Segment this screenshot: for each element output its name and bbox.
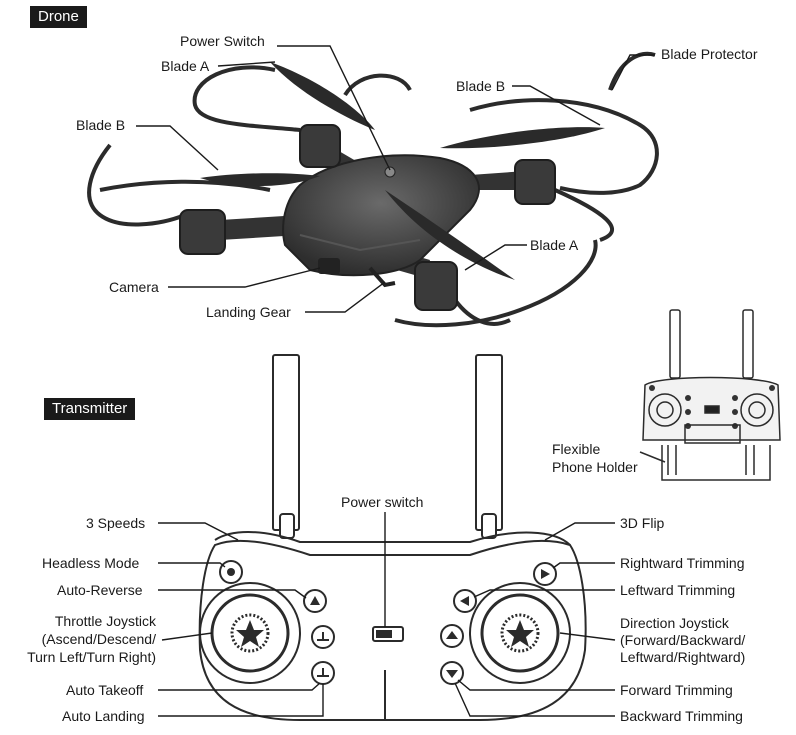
throttle-joystick-cap	[230, 613, 270, 653]
label-3-speeds: 3 Speeds	[86, 515, 146, 531]
inset-transmitter	[639, 309, 781, 481]
label-backward-trimming: Backward Trimming	[620, 708, 743, 724]
label-auto-landing: Auto Landing	[62, 708, 145, 724]
drone-body	[282, 154, 480, 277]
label-blade-b-left: Blade B	[76, 117, 126, 133]
label-blade-a-bottom: Blade A	[530, 237, 579, 253]
drone-motors	[179, 124, 556, 311]
drone-power-button	[384, 166, 396, 178]
transmitter-illustration	[198, 354, 587, 721]
label-rightward-trimming: Rightward Trimming	[620, 555, 745, 571]
transmitter-section-tag: Transmitter	[44, 398, 136, 420]
label-direction-joystick: Direction Joystick (Forward/Backward/ Le…	[620, 615, 746, 665]
label-blade-protector: Blade Protector	[661, 46, 758, 62]
label-power-switch-drone: Power Switch	[180, 33, 265, 49]
label-3d-flip: 3D Flip	[620, 515, 665, 531]
label-flexible-phone-holder: Flexible Phone Holder	[552, 441, 638, 475]
leader-lines	[136, 45, 655, 717]
drone-section-tag: Drone	[30, 6, 87, 28]
label-auto-reverse: Auto-Reverse	[57, 582, 143, 598]
label-headless-mode: Headless Mode	[42, 555, 140, 571]
direction-joystick-cap	[500, 613, 540, 653]
drone-camera	[318, 258, 340, 274]
label-auto-takeoff: Auto Takeoff	[66, 682, 144, 698]
drone-blades	[200, 62, 605, 280]
label-blade-b-right: Blade B	[456, 78, 506, 94]
label-forward-trimming: Forward Trimming	[620, 682, 733, 698]
label-leftward-trimming: Leftward Trimming	[620, 582, 736, 598]
label-throttle-joystick: Throttle Joystick (Ascend/Descend/ Turn …	[27, 613, 156, 665]
label-blade-a-top: Blade A	[161, 58, 210, 74]
label-camera: Camera	[109, 279, 159, 295]
drone-landing-gear	[368, 266, 396, 288]
drone-illustration	[87, 51, 659, 328]
label-landing-gear: Landing Gear	[206, 304, 291, 320]
label-power-switch-transmitter: Power switch	[341, 494, 424, 510]
